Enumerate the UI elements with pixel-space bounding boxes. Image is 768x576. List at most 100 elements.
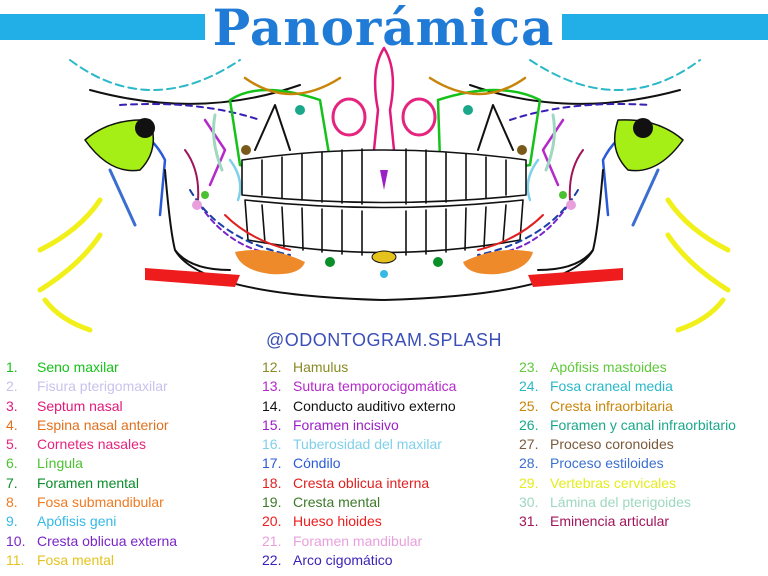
legend-item: 14. Conducto auditivo externo [262, 397, 512, 416]
legend-item-label: Apófisis geni [37, 513, 117, 530]
legend-item-number: 17. [262, 455, 282, 472]
legend-item: 6.Língula [6, 454, 246, 473]
legend-item: 17. Cóndilo [262, 454, 512, 473]
legend-item-number: 22. [262, 551, 282, 568]
hamulus-right [517, 145, 527, 155]
apofisis-mastoides-right [613, 119, 684, 172]
legend-item: 5. Cornetes nasales [6, 435, 246, 454]
legend-item-number: 27. [519, 436, 539, 453]
legend-item: 13. Sutura temporocigomática [262, 377, 512, 396]
foramen-mental-right [433, 257, 443, 267]
legend-item-number: 18. [262, 474, 282, 491]
legend-item-label: Fisura pterigomaxilar [37, 378, 168, 395]
fosa-submandibular-right [463, 249, 533, 275]
legend-item: 23. Apófisis mastoides [519, 358, 764, 377]
legend-item-label: Arco cigomático [293, 551, 393, 568]
legend-item-label: Septum nasal [37, 397, 123, 414]
legend-item-number: 5. [6, 436, 18, 453]
header-bar-right [562, 14, 768, 40]
legend-item-label: Seno maxilar [37, 359, 119, 375]
cresta-oblicua-externa [199, 204, 569, 256]
legend-item-label: Fosa mental [37, 551, 115, 568]
legend-item: 3.Septum nasal [6, 397, 246, 416]
cresta-oblicua-interna [224, 214, 544, 251]
legend-item-number: 30. [519, 494, 539, 511]
lingula-right [559, 191, 567, 199]
arco-cigomatico-line [119, 103, 651, 121]
legend-column-3: 23. Apófisis mastoides 24.Fosa craneal med… [519, 358, 764, 532]
apofisis-geni [380, 270, 388, 278]
legend-item-number: 13. [262, 378, 282, 395]
legend-item: 18.Cresta oblicua interna [262, 474, 512, 493]
legend-item: 28.Proceso estiloides [519, 454, 764, 473]
vertebras-cervicales-right [665, 197, 731, 333]
legend-item-number: 23. [519, 359, 539, 375]
legend-item-number: 4. [6, 416, 18, 433]
legend-item: 7.Foramen mental [6, 474, 246, 493]
legend-item-number: 26. [519, 416, 539, 433]
conducto-auditivo-left [135, 118, 155, 138]
legend-item-label: Conducto auditivo externo [293, 397, 456, 414]
legend-item: 31.Eminencia articular [519, 512, 764, 531]
legend-item-label: Cresta mental [293, 494, 381, 511]
legend-item-number: 25. [519, 397, 539, 414]
legend-item: 24.Fosa craneal media [519, 377, 764, 396]
legend-item-number: 21. [262, 532, 282, 549]
legend-item-label: Sutura temporocigomática [293, 378, 457, 395]
hueso-hioides-left [145, 268, 240, 287]
legend-item: 12.Hamulus [262, 358, 512, 377]
legend-item-label: Cresta oblicua externa [37, 532, 178, 549]
legend-item-label: Foramen mental [37, 474, 139, 491]
legend-item: 26. Foramen y canal infraorbitario [519, 416, 764, 435]
legend-item: 8.Fosa submandibular [6, 493, 246, 512]
legend-item: 1.Seno maxilar [6, 358, 246, 377]
legend-item: 22. Arco cigomático [262, 551, 512, 570]
legend-item-label: Vertebras cervicales [550, 474, 677, 491]
cresta-infraorbitaria-line [243, 76, 527, 96]
legend-item-number: 29. [519, 474, 539, 491]
legend-item: 2.Fisura pterigomaxilar [6, 377, 246, 396]
legend-item-number: 16. [262, 436, 282, 453]
legend-item-number: 15. [262, 416, 282, 433]
header-bar-left [0, 14, 205, 40]
legend-item-label: Foramen y canal infraorbitario [550, 416, 736, 433]
fosa-submandibular-left [235, 249, 305, 275]
conducto-auditivo-right [633, 118, 653, 138]
legend-item: 21. Foramen mandibular [262, 532, 512, 551]
legend-item-label: Tuberosidad del maxilar [293, 436, 442, 453]
legend-item-label: Cornetes nasales [37, 436, 146, 453]
legend-item-number: 19. [262, 494, 282, 511]
lamina-pterigoides [212, 113, 556, 172]
proceso-coronoides-shape [254, 104, 514, 151]
eminencia-articular [184, 149, 584, 201]
legend-item-number: 24. [519, 378, 539, 395]
legend-item-number: 12. [262, 359, 282, 375]
legend-item-number: 11. [6, 551, 25, 568]
legend-item: 27.Proceso coronoides [519, 435, 764, 454]
vertebras-cervicales-left [37, 197, 103, 333]
legend-item: 10.Cresta oblicua externa [6, 532, 246, 551]
legend-item-number: 14. [262, 397, 282, 414]
legend-item: 9.Apófisis geni [6, 512, 246, 531]
foramen-mandibular-left [192, 200, 202, 210]
legend-item: 11. Fosa mental [6, 551, 246, 570]
panoramic-diagram [37, 46, 731, 333]
hueso-hioides-right [528, 268, 623, 287]
legend-item-number: 6. [6, 455, 18, 472]
legend-item: 15.Foramen incisivo [262, 416, 512, 435]
legend-item-label: Foramen mandibular [293, 532, 423, 549]
legend-item: 19. Cresta mental [262, 493, 512, 512]
legend-item-label: Hueso hioides [293, 513, 382, 530]
legend-item-label: Espina nasal anterior [37, 416, 169, 433]
legend-item: 30.Lámina del pterigoides [519, 493, 764, 512]
legend-item-label: Apófisis mastoides [550, 359, 667, 375]
hamulus-left [241, 145, 251, 155]
legend-item: 25.Cresta infraorbitaria [519, 397, 764, 416]
fosa-craneal-media-line [69, 59, 701, 91]
foramen-infraorbitario-right [463, 105, 473, 115]
legend-item-label: Cóndilo [293, 455, 341, 472]
legend-item: 20.Hueso hioides [262, 512, 512, 531]
proceso-estiloides-right [631, 168, 660, 227]
